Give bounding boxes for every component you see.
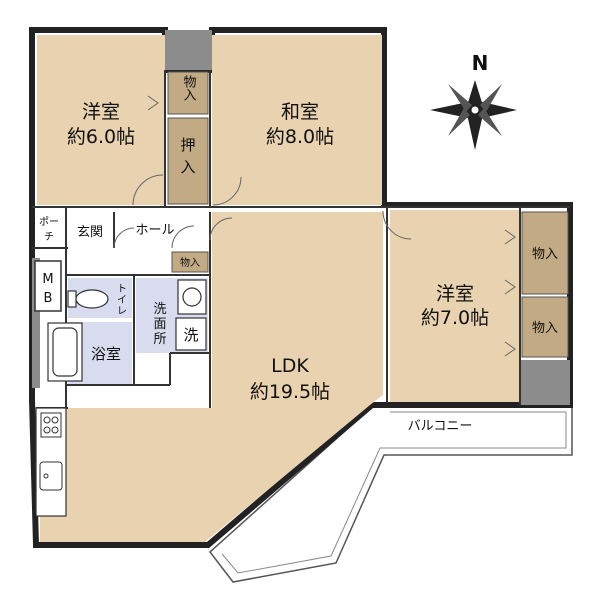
toilet-fixture: [67, 289, 109, 309]
western-room-1-floor: [37, 35, 165, 205]
bath-label: 浴室: [91, 345, 121, 363]
mb-label-2: B: [44, 291, 53, 306]
stove-icon: [40, 412, 62, 438]
ldk-floor: [68, 212, 383, 542]
closet-top-label-1: 物入: [181, 75, 197, 101]
porch-label-1: ポー: [39, 216, 59, 228]
washroom-label-2: 面: [153, 317, 166, 332]
pillar-right: [520, 360, 570, 405]
washbasin-fixture: [177, 279, 207, 315]
hall-label: ホール: [135, 223, 174, 238]
oshiire-label-2: 入: [180, 158, 195, 176]
balcony-inner-line: [221, 411, 567, 574]
entrance-label: 玄関: [77, 225, 103, 240]
bathtub-fixture: [47, 322, 83, 382]
closet-right-1-label: 物入: [532, 247, 558, 262]
balcony-area: [208, 404, 573, 583]
mb-box: [34, 260, 62, 312]
compass-icon: [430, 80, 517, 150]
balcony-label: バルコニー: [408, 419, 473, 434]
toilet-label-3: レ: [117, 306, 127, 317]
western-room-1-size: 約6.0帖: [67, 126, 135, 148]
closet-hall: [171, 251, 209, 273]
mb-label-1: M: [42, 272, 53, 287]
door-swings: [113, 95, 516, 357]
western-room-2-name: 洋室: [436, 283, 474, 305]
washroom-label-1: 洗: [153, 302, 166, 317]
oshiire-label-1: 押: [180, 136, 195, 154]
toilet-label-2: イ: [117, 295, 127, 306]
interior-walls: [32, 70, 570, 409]
closet-right-1: [521, 211, 569, 295]
japanese-room-size: 約8.0帖: [266, 126, 334, 148]
western-room-2-size: 約7.0帖: [421, 307, 489, 329]
japanese-room-floor: [212, 35, 382, 205]
closet-right-2-label: 物入: [532, 321, 558, 336]
porch-label-2: チ: [44, 231, 54, 243]
pillar-top: [165, 30, 212, 70]
ldk-name: LDK: [271, 355, 309, 377]
compass-north-label: N: [472, 51, 489, 75]
closet-hall-label: 物入: [180, 256, 200, 269]
western-room-1-name: 洋室: [82, 101, 120, 123]
sink-icon: [39, 461, 63, 491]
washer-label: 洗: [183, 326, 198, 344]
closet-right-2: [521, 296, 569, 358]
toilet-label-1: ト: [117, 284, 127, 295]
closet-top: [167, 71, 209, 115]
oshiire-closet: [167, 117, 209, 205]
washer-spot: [175, 317, 207, 351]
ldk-size: 約19.5帖: [250, 381, 330, 403]
washroom-label-3: 所: [153, 332, 166, 347]
western-room-2-floor: [390, 210, 520, 402]
japanese-room-name: 和室: [281, 101, 319, 123]
pillar-left: [32, 258, 40, 388]
